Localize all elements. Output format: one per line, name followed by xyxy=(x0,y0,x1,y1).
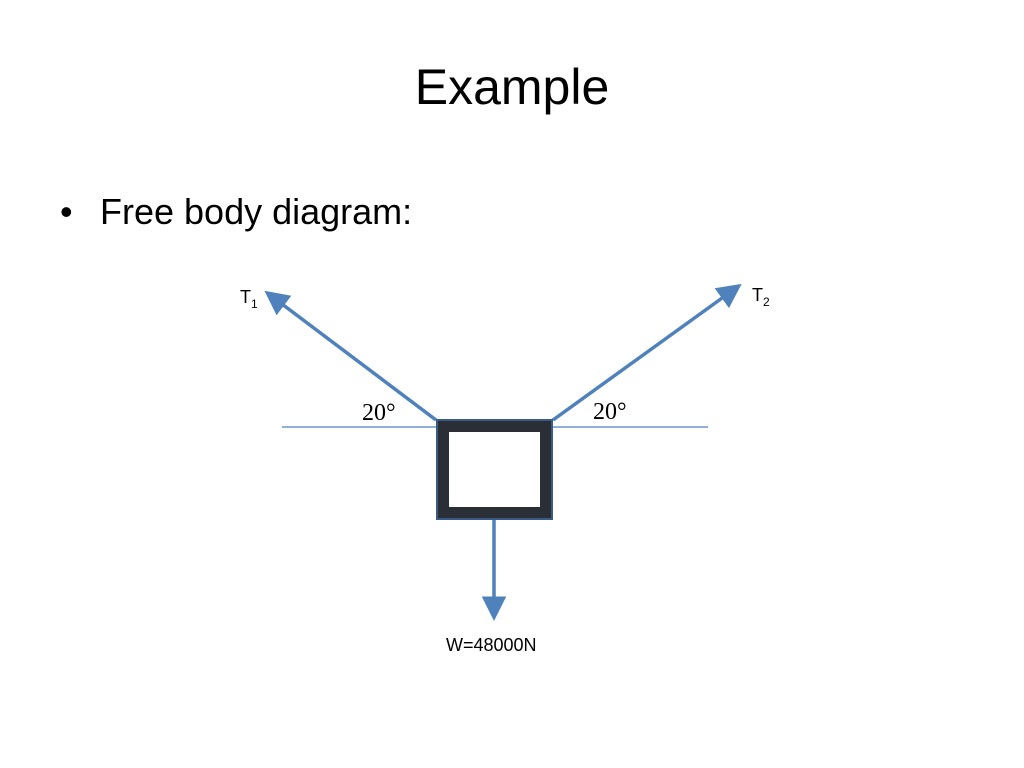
t2-label: T2 xyxy=(752,285,770,309)
bullet-item: • Free body diagram: xyxy=(60,194,412,230)
bullet-text: Free body diagram: xyxy=(100,191,413,232)
t1-force-arrow xyxy=(264,290,438,422)
t2-force-arrow xyxy=(551,283,742,422)
bullet-marker: • xyxy=(60,191,73,232)
weight-label: W=48000N xyxy=(446,635,537,655)
left-angle-label: 20° xyxy=(362,400,396,426)
right-angle-label: 20° xyxy=(593,399,627,425)
body-block xyxy=(436,419,553,520)
slide-title: Example xyxy=(414,59,610,115)
t1-label: T1 xyxy=(240,287,258,311)
